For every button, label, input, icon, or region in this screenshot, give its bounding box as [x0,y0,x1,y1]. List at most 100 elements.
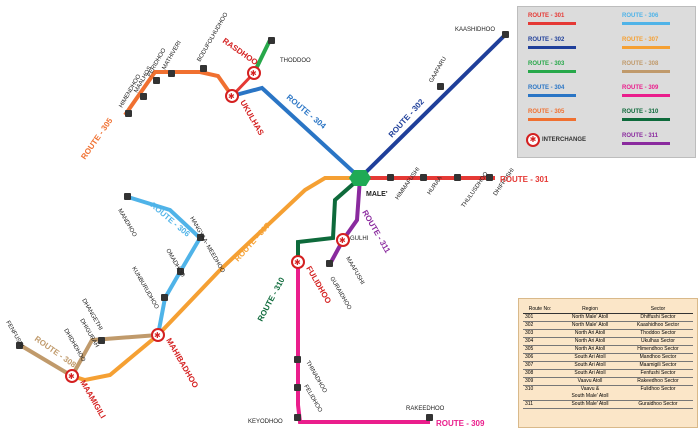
interchange-maamigili[interactable]: ✱ [65,369,79,383]
route-306-line [127,195,203,336]
table-cell: Kaashidhoo Sector [623,321,693,330]
table-cell: North Ari Atoll [557,329,623,338]
table-cell: Himendhoo Sector [623,345,693,354]
legend-swatch [528,118,576,121]
table-cell: North Male' Atoll [557,313,623,322]
legend-item-label: ROUTE - 310 [622,109,659,115]
table-cell: 307 [523,361,557,370]
svg-text:✱: ✱ [154,331,161,340]
svg-text:✱: ✱ [339,236,346,245]
table-cell: 309 [523,377,557,386]
station-omadhoo: OMADHOO [164,248,185,279]
table-cell: Mandhoo Sector [623,353,693,362]
legend-item: ROUTE - 305 [522,109,602,127]
station-rakeedhoo: RAKEEDHOO [406,406,445,412]
station-maafushi: MAAFUSHI [344,256,365,286]
route-305-line [123,70,234,117]
station-fulidhoo: FULIDHOO [304,265,333,306]
station-guraidhoo: GURAIDHOO [328,276,352,311]
table-cell: 311 [523,400,557,409]
interchange-ukulhas[interactable]: ✱ [225,89,239,103]
legend-item-label: ROUTE - 311 [622,133,659,139]
ferry-icon [437,83,444,90]
route-label-304: ROUTE - 304 [285,93,328,131]
table-cell: 302 [523,321,557,330]
table-cell: 305 [523,345,557,354]
svg-text:✱: ✱ [250,69,257,78]
table-cell: South Ari Atoll [557,361,623,370]
table-header: Sector [623,305,693,314]
table-cell: North Ari Atoll [557,337,623,346]
legend-item-label: ROUTE - 307 [622,37,659,43]
table-cell: Vaavu & South Male' Atoll [557,385,623,401]
legend-swatch [622,118,670,121]
legend-item-label: ROUTE - 304 [528,85,565,91]
station-maamigili: MAAMIGILI [78,379,107,420]
legend-item-label: ROUTE - 303 [528,61,565,67]
svg-text:✱: ✱ [68,372,75,381]
male-hub-marker[interactable] [349,170,371,186]
table-cell: Dhiffushi Sector [623,313,693,322]
legend-swatch [622,22,670,25]
ferry-icon [168,70,175,77]
table-cell: Ukulhas Sector [623,337,693,346]
table-cell: Rakeedhoo Sector [623,377,693,386]
table-cell: Maamigili Sector [623,361,693,370]
ferry-icon [177,268,184,275]
svg-text:✱: ✱ [294,258,301,267]
route-label-310: ROUTE - 310 [256,275,287,322]
ferry-icon [454,174,461,181]
ferry-icon [420,174,427,181]
route-308-line [18,333,159,379]
legend-item-label: ROUTE - 305 [528,109,565,115]
legend-item: ROUTE - 309 [616,85,696,103]
legend-item: ROUTE - 303 [522,61,602,79]
legend-item: ROUTE - 307 [616,37,696,55]
ferry-icon [140,93,147,100]
ferry-icon [197,234,204,241]
legend-item: ROUTE - 304 [522,85,602,103]
ferry-icon [124,193,131,200]
route-311-line [328,177,362,265]
legend-item: ROUTE - 306 [616,13,696,31]
table-cell: 301 [523,313,557,322]
route-label-307: ROUTE - 307 [233,221,272,263]
interchange-gulhi[interactable]: ✱ [336,233,350,247]
table-cell: North Male' Atoll [557,321,623,330]
interchange-rasdhoo[interactable]: ✱ [247,66,261,80]
interchange-mahibadhoo[interactable]: ✱ [151,328,165,342]
station-kunburudhoo: KUNBURUDHOO [130,266,159,311]
interchange-fulidhoo[interactable]: ✱ [291,255,305,269]
legend-item: ROUTE - 311 [616,133,696,151]
ferry-icon [326,260,333,267]
ferry-icon [161,294,168,301]
table-cell: 303 [523,329,557,338]
legend-swatch [528,70,576,73]
ferry-icon [294,414,301,421]
route-label-311: ROUTE - 311 [360,209,392,256]
ferry-icon [294,356,301,363]
table-cell: South Male' Atoll [557,400,623,409]
route-label-306: ROUTE - 306 [149,201,192,239]
legend-swatch [622,142,670,145]
route-label-305: ROUTE - 305 [79,116,114,161]
station-gulhi: GULHI [350,236,369,242]
legend-swatch [528,22,576,25]
legend-item: ROUTE - 302 [522,37,602,55]
ferry-icon [486,174,493,181]
legend-item: ROUTE - 310 [616,109,696,127]
table-cell: South Ari Atoll [557,353,623,362]
interchange-icon: ✱ [526,133,540,147]
legend-swatch [622,94,670,97]
ferry-icon [200,65,207,72]
